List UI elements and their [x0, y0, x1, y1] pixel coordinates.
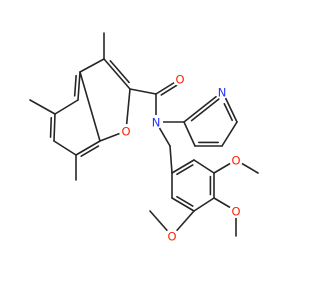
bond-A2-A3 — [193, 159, 215, 174]
bond-A5-A6-double — [176, 195, 194, 207]
bond-A5-A6 — [171, 197, 195, 212]
bond-C6-C7 — [53, 140, 77, 156]
bond-P5-P4 — [221, 121, 238, 147]
bond-P6-P5 — [225, 98, 238, 123]
atom-label-O5: O — [167, 230, 176, 244]
atom-label-O2: O — [175, 73, 184, 87]
bond-A1-A2 — [171, 159, 195, 174]
bond-A4-A5 — [193, 197, 215, 212]
bond-C3a-C4 — [77, 71, 81, 101]
atom-label-layer: O O N N O O O — [119, 72, 243, 244]
atom-backing-O1 — [119, 124, 133, 138]
bond-P2-N2-double — [190, 98, 220, 122]
bond-A1-A2-double — [176, 164, 194, 176]
bond-C2-C3-double — [109, 60, 130, 84]
bond-C3a-C4-double — [73, 74, 77, 97]
bond-C5-C6 — [53, 113, 56, 142]
bond-C3a-C7a — [79, 71, 101, 142]
atom-backing-O3 — [229, 153, 243, 167]
bond-P2-N2 — [183, 91, 223, 123]
bond-P6-P5-double — [223, 102, 234, 122]
bond-C5-C6-double — [49, 116, 53, 138]
bond-CH2-A1 — [169, 145, 173, 174]
atom-label-O4: O — [231, 205, 240, 219]
bond-C2-C3 — [103, 58, 131, 90]
bond-O1-C2 — [125, 88, 131, 132]
atom-label-O1: O — [121, 125, 130, 139]
atom-backing-O4 — [229, 204, 243, 218]
molecule-structure: O O N N O O O — [29, 32, 259, 244]
bond-C4-C5 — [54, 99, 79, 115]
bond-Cc-O2-double — [160, 83, 180, 96]
atom-backing-N1 — [149, 115, 163, 129]
bond-layer — [29, 32, 259, 237]
atom-label-N1: N — [152, 116, 161, 130]
atom-backing-O5 — [165, 229, 179, 243]
atom-label-N2: N — [218, 86, 227, 100]
atom-label-O3: O — [231, 154, 240, 168]
bond-P3-P2 — [183, 121, 196, 147]
bond-C3-C3a — [79, 58, 105, 73]
atom-backing-N2 — [215, 85, 229, 99]
bond-C2-Cc — [129, 88, 157, 95]
bond-C7-C7a — [75, 140, 101, 156]
bond-C5-Me5 — [29, 99, 56, 115]
bond-C7-C7a-double — [80, 145, 100, 157]
atom-backing-O2 — [173, 72, 187, 86]
